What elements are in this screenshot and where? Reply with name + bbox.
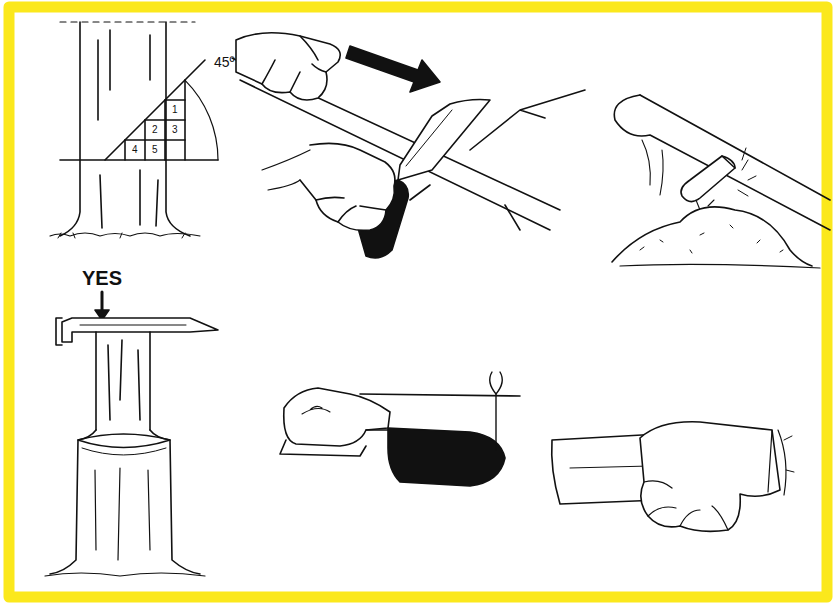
callout-number: 5 — [152, 145, 158, 155]
yellow-frame — [9, 7, 827, 597]
callout-number: 1 — [172, 105, 178, 115]
callout-number: 2 — [152, 125, 158, 135]
lanyard-grip-figure — [280, 372, 520, 486]
angle-label: 45º — [214, 55, 235, 69]
tree-angle-figure — [50, 22, 218, 238]
callout-number: 4 — [132, 145, 138, 155]
branch-cut-figure — [232, 33, 585, 258]
hammer-grip-figure — [552, 422, 794, 532]
stump-chop-figure — [45, 292, 218, 576]
fire-stake-figure — [612, 95, 830, 268]
callout-number: 3 — [172, 125, 178, 135]
caption-label: YES — [82, 268, 122, 288]
